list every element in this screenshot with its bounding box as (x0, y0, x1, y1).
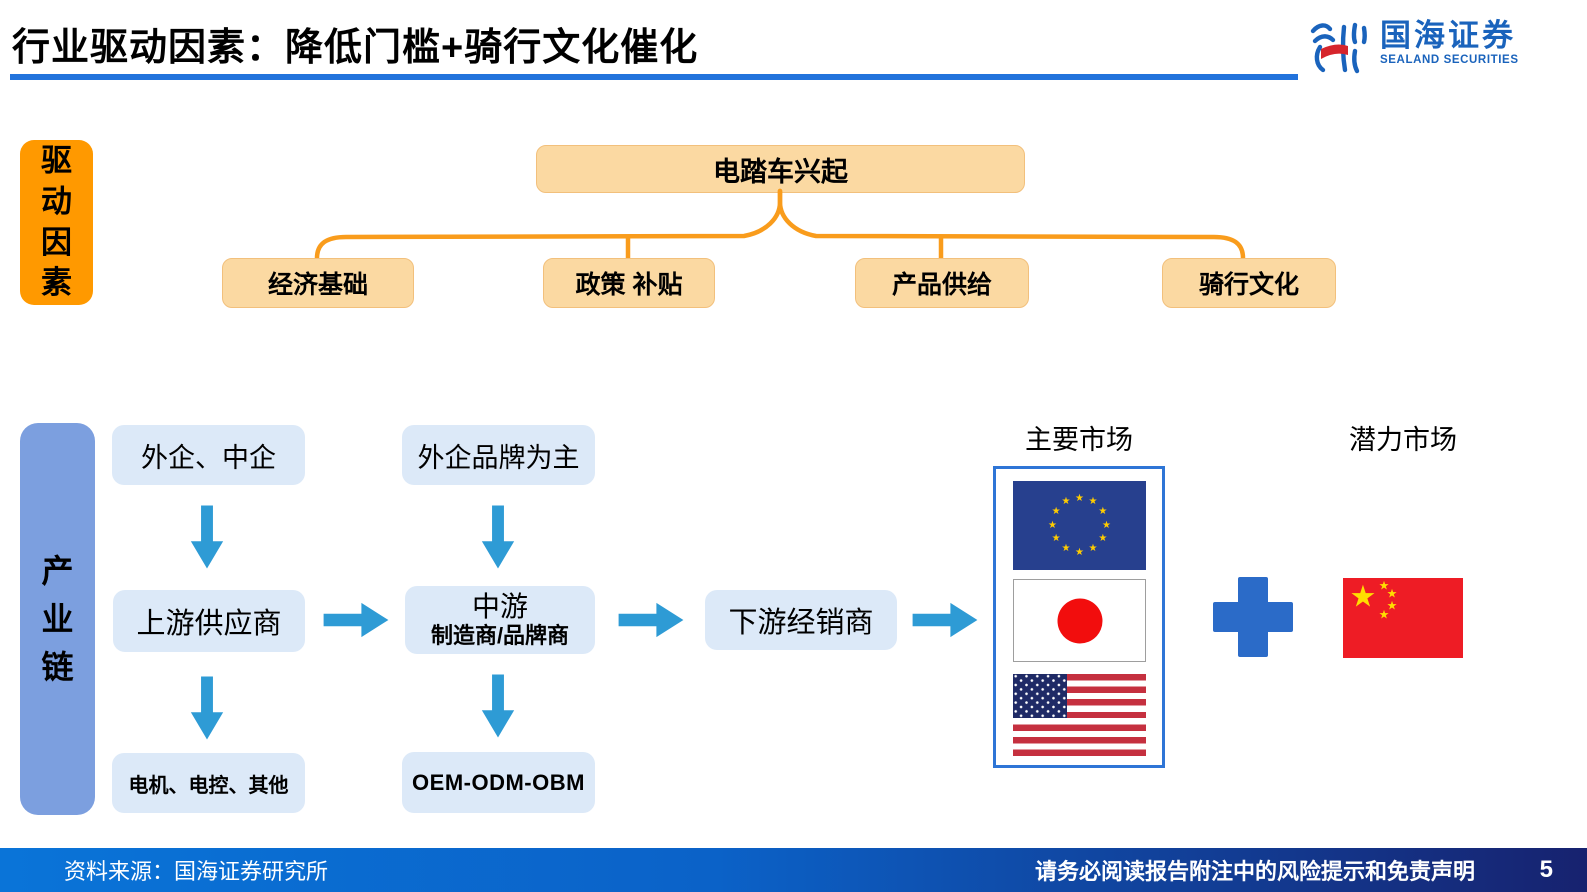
arrow-down-icon (190, 505, 224, 569)
china-flag: ★ ★ ★ ★ ★ (1343, 578, 1463, 658)
plus-icon (1213, 577, 1293, 657)
node-upstream-suppliers: 上游供应商 (113, 590, 305, 652)
logo-name-en: SEALAND SECURITIES (1380, 54, 1519, 66)
japan-flag (1013, 579, 1146, 662)
footer-source: 资料来源：国海证券研究所 (64, 859, 329, 884)
midstream-subtitle: 制造商/品牌商 (430, 622, 570, 648)
arrow-down-icon (481, 505, 515, 569)
arrow-down-icon (190, 676, 224, 740)
arrow-right-icon (618, 602, 684, 638)
node-foreign-domestic-firms: 外企、中企 (112, 425, 305, 485)
main-markets-frame: ★ ★ ★ ★ ★ ★ ★ ★ ★ ★ ★ ★ (993, 466, 1165, 768)
node-downstream-dealers: 下游经销商 (705, 590, 897, 650)
sealand-logo-text: 国海证券 SEALAND SECURITIES (1380, 20, 1519, 67)
node-oem-odm-obm: OEM-ODM-OBM (402, 752, 595, 813)
footer-page-number: 5 (1539, 856, 1553, 883)
sealand-logo: 国海证券 SEALAND SECURITIES (1308, 20, 1519, 79)
title-rule (10, 74, 1298, 80)
midstream-title: 中游 (471, 590, 528, 622)
bracket-connector (314, 188, 1246, 262)
footer-disclaimer: 请务必阅读报告附注中的风险提示和免责声明 (1034, 859, 1475, 884)
node-midstream: 中游 制造商/品牌商 (405, 586, 595, 654)
main-market-label: 主要市场 (1025, 425, 1133, 455)
factor-policy-subsidy: 政策 补贴 (543, 258, 715, 308)
usa-flag-canton (1013, 674, 1067, 718)
page-title: 行业驱动因素：降低门槛+骑行文化催化 (12, 27, 699, 69)
arrow-down-icon (481, 674, 515, 738)
arrow-right-icon (323, 602, 389, 638)
factor-economic-base: 经济基础 (222, 258, 414, 308)
node-motor-controller-others: 电机、电控、其他 (112, 753, 305, 813)
factor-product-supply: 产品供给 (855, 258, 1029, 308)
chain-side-label: 产业链 (20, 423, 95, 815)
japan-flag-sun (1057, 598, 1102, 643)
logo-name-cn: 国海证券 (1380, 18, 1516, 53)
root-node-ebike-rise: 电踏车兴起 (536, 145, 1025, 193)
node-foreign-brands-dominant: 外企品牌为主 (402, 425, 595, 485)
drivers-side-label: 驱动因素 (20, 140, 93, 305)
arrow-right-icon (912, 602, 978, 638)
usa-flag (1013, 674, 1146, 756)
eu-flag: ★ ★ ★ ★ ★ ★ ★ ★ ★ ★ ★ ★ (1013, 481, 1146, 570)
sealand-logo-icon (1308, 20, 1372, 79)
footer-bar: 资料来源：国海证券研究所 请务必阅读报告附注中的风险提示和免责声明 5 (0, 848, 1587, 892)
potential-market-label: 潜力市场 (1349, 425, 1457, 455)
factor-cycling-culture: 骑行文化 (1162, 258, 1336, 308)
